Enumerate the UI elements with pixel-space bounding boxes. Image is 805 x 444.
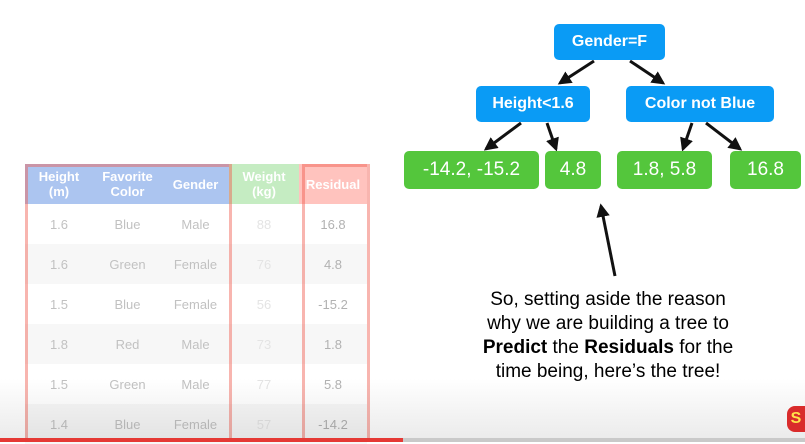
progress-bar[interactable] — [0, 438, 805, 442]
caption-line: why we are building a tree to — [487, 313, 729, 334]
cell-weight: 57 — [229, 404, 299, 444]
cell-gender: Male — [162, 204, 229, 244]
cell-color: Blue — [93, 404, 162, 444]
cell-color: Blue — [93, 204, 162, 244]
cell-color: Green — [93, 364, 162, 404]
cell-color: Green — [93, 244, 162, 284]
channel-logo-icon[interactable]: S — [787, 406, 805, 432]
arrow-right-leaf3 — [680, 122, 694, 152]
cell-weight: 73 — [229, 324, 299, 364]
left-split-node: Height<1.6 — [476, 86, 590, 122]
leaf-node-4: 16.8 — [730, 151, 801, 189]
cell-color: Blue — [93, 284, 162, 324]
caption-the: the — [547, 337, 585, 358]
cell-weight: 77 — [229, 364, 299, 404]
cell-residual: 1.8 — [299, 324, 367, 364]
cell-weight: 76 — [229, 244, 299, 284]
header-weight: Weight (kg) — [229, 164, 299, 204]
cell-height: 1.6 — [25, 204, 93, 244]
arrow-root-left — [557, 59, 595, 85]
cell-gender: Female — [162, 404, 229, 444]
arrow-left-leaf1 — [483, 121, 522, 151]
caption-line: So, setting aside the reason — [490, 289, 726, 310]
cell-height: 1.4 — [25, 404, 93, 444]
caption-line: time being, here’s the tree! — [495, 361, 721, 382]
table-row: 1.5 Green Male 77 5.8 — [25, 364, 367, 404]
arrow-right-leaf4 — [705, 121, 743, 151]
header-favorite-color: Favorite Color — [93, 164, 162, 204]
right-split-node: Color not Blue — [626, 86, 774, 122]
cell-gender: Female — [162, 284, 229, 324]
caption-predict: Predict — [482, 337, 548, 358]
cell-height: 1.6 — [25, 244, 93, 284]
cell-residual: 4.8 — [299, 244, 367, 284]
cell-gender: Male — [162, 324, 229, 364]
table-row: 1.8 Red Male 73 1.8 — [25, 324, 367, 364]
cell-residual: -14.2 — [299, 404, 367, 444]
cell-height: 1.8 — [25, 324, 93, 364]
leaf-node-2: 4.8 — [545, 151, 601, 189]
header-height: Height (m) — [25, 164, 93, 204]
caption-line: Predict the Residuals for the — [448, 336, 768, 360]
cell-color: Red — [93, 324, 162, 364]
root-node: Gender=F — [554, 24, 665, 60]
progress-fill — [0, 438, 403, 442]
residuals-table: Height (m) Favorite Color Gender Weight … — [25, 164, 367, 444]
caption-for-the: for the — [674, 337, 734, 358]
cell-residual: -15.2 — [299, 284, 367, 324]
arrow-root-right — [629, 59, 666, 85]
cell-gender: Female — [162, 244, 229, 284]
arrow-left-leaf2 — [545, 122, 559, 152]
header-residual: Residual — [299, 164, 367, 204]
cell-weight: 56 — [229, 284, 299, 324]
header-gender: Gender — [162, 164, 229, 204]
leaf-node-3: 1.8, 5.8 — [617, 151, 712, 189]
cell-gender: Male — [162, 364, 229, 404]
caption-text: So, setting aside the reason why we are … — [448, 288, 768, 384]
cell-height: 1.5 — [25, 364, 93, 404]
table-row: 1.4 Blue Female 57 -14.2 — [25, 404, 367, 444]
table-row: 1.6 Blue Male 88 16.8 — [25, 204, 367, 244]
arrow-pointer-up — [596, 203, 617, 277]
leaf-node-1: -14.2, -15.2 — [404, 151, 539, 189]
cell-residual: 16.8 — [299, 204, 367, 244]
table-row: 1.6 Green Female 76 4.8 — [25, 244, 367, 284]
table-header-row: Height (m) Favorite Color Gender Weight … — [25, 164, 367, 204]
cell-residual: 5.8 — [299, 364, 367, 404]
caption-residuals: Residuals — [584, 337, 674, 358]
cell-weight: 88 — [229, 204, 299, 244]
cell-height: 1.5 — [25, 284, 93, 324]
table-row: 1.5 Blue Female 56 -15.2 — [25, 284, 367, 324]
